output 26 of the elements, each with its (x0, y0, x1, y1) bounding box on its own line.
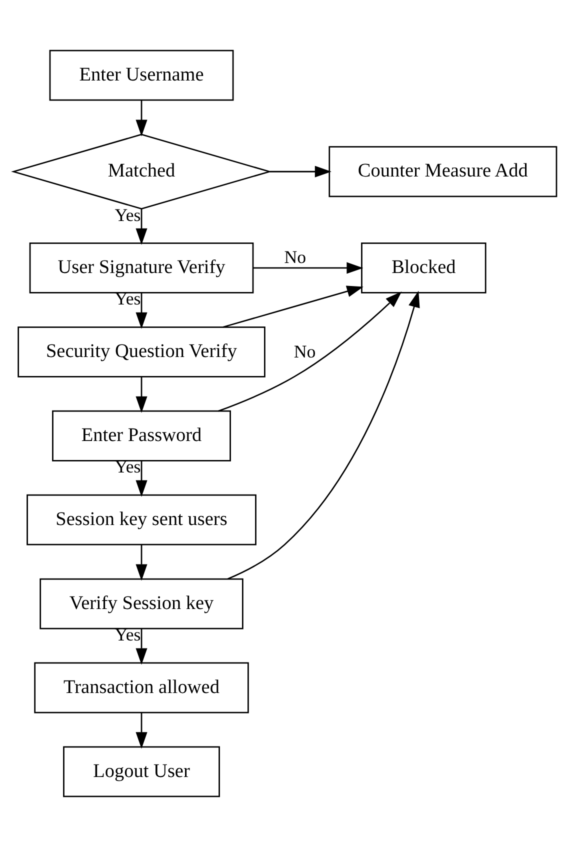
node-box: Logout User (63, 746, 220, 798)
arrow (136, 460, 148, 497)
arrow (270, 166, 332, 178)
node-diamond: Matched (11, 134, 272, 210)
node-box: User Signature Verify (29, 242, 254, 294)
arrow (218, 292, 402, 412)
node-box: Transaction allowed (34, 662, 249, 714)
node-box: Session key sent users (26, 494, 256, 546)
node-box: Blocked (361, 242, 486, 294)
arrow (136, 292, 148, 329)
edge-label: No (294, 342, 316, 362)
arrow (136, 544, 148, 581)
arrow (136, 628, 148, 665)
arrow (228, 290, 420, 580)
arrow (136, 712, 148, 749)
edge-label: No (284, 247, 306, 268)
arrow (136, 208, 148, 245)
node-box: Enter Password (52, 410, 231, 462)
node-box: Verify Session key (40, 578, 244, 630)
node-box: Enter Username (49, 50, 234, 101)
arrow (222, 286, 364, 328)
node-box: Counter Measure Add (328, 146, 558, 198)
arrow (136, 100, 148, 136)
arrow (253, 262, 364, 274)
node-box: Security Question Verify (18, 326, 266, 378)
arrow (136, 376, 148, 413)
